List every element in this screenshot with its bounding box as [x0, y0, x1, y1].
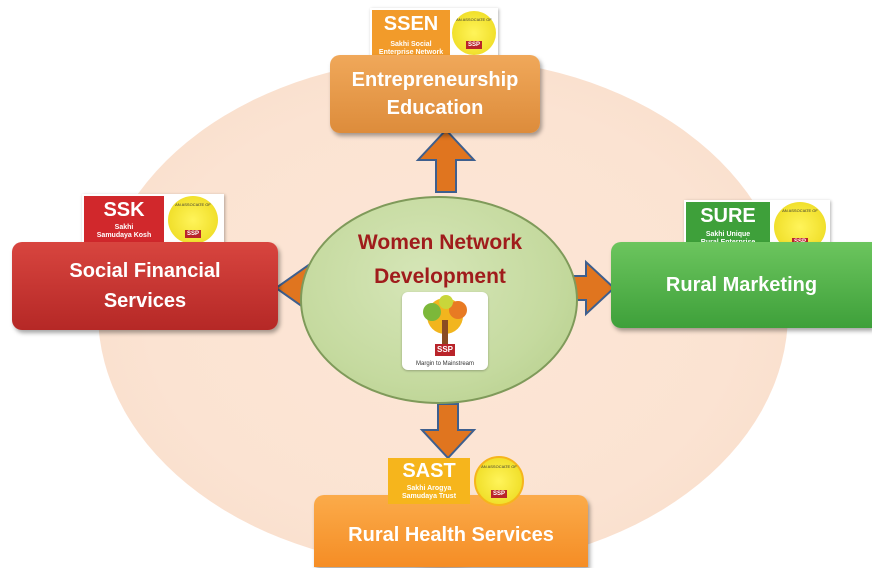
node-top-label2: Education [386, 97, 484, 119]
center-title-line1: Women Network [357, 231, 523, 254]
badge-ssen-sub2: Enterprise Network [378, 49, 444, 56]
badge-ssen-seal: AN ASSOCIATE OF SSP [452, 11, 496, 55]
node-left-label1: Social Financial [69, 260, 221, 282]
seal-ssp: SSP [490, 490, 508, 498]
seal-caption: AN ASSOCIATE OF [175, 202, 211, 207]
seal-caption: AN ASSOCIATE OF [456, 17, 492, 22]
badge-ssen: SSEN Sakhi Social Enterprise Network AN … [370, 8, 498, 63]
badge-ssen-sub1: Sakhi Social [390, 41, 432, 48]
center-title-line2: Development [374, 265, 506, 288]
seal-caption: AN ASSOCIATE OF [782, 208, 818, 213]
badge-ssk-panel: SSK Sakhi Samudaya Kosh [84, 196, 164, 242]
badge-ssk-code: SSK [103, 199, 145, 221]
tree-icon [423, 295, 467, 356]
node-bottom-label: Rural Health Services [348, 523, 554, 546]
ssp-logo: SSP [402, 292, 488, 370]
badge-sast-panel: SAST Sakhi Arogya Samudaya Trust [388, 458, 470, 504]
node-right-label: Rural Marketing [665, 273, 818, 296]
ssp-logo-tagline: Margin to Mainstream [415, 361, 475, 367]
seal-ssp: SSP [465, 41, 483, 49]
ssp-logo-text: SSP [436, 345, 453, 354]
badge-ssk-seal: AN ASSOCIATE OF SSP [168, 196, 218, 244]
arrow-up [415, 128, 477, 193]
node-rural-health-services: Rural Health Services [314, 495, 588, 567]
node-left-label2: Services [103, 290, 187, 312]
badge-ssk-sub1: Sakhi [114, 224, 134, 231]
badge-sure-code: SURE [700, 205, 756, 227]
badge-ssk-sub2: Samudaya Kosh [96, 232, 152, 239]
center-title: Women Network Development [330, 226, 550, 294]
badge-sast: SAST Sakhi Arogya Samudaya Trust AN ASSO… [384, 456, 526, 508]
badge-sure-sub1: Sakhi Unique [705, 231, 751, 238]
badge-ssen-panel: SSEN Sakhi Social Enterprise Network [372, 10, 450, 59]
seal-ssp: SSP [184, 230, 202, 238]
seal-caption: AN ASSOCIATE OF [481, 464, 517, 469]
badge-ssk: SSK Sakhi Samudaya Kosh AN ASSOCIATE OF … [82, 194, 224, 246]
badge-sast-seal: AN ASSOCIATE OF SSP [474, 456, 524, 506]
node-top-label1: Entrepreneurship [351, 69, 519, 91]
badge-ssen-code: SSEN [383, 13, 439, 35]
badge-sast-sub1: Sakhi Arogya [406, 485, 452, 492]
badge-sast-sub2: Samudaya Trust [401, 493, 457, 500]
arrow-down [419, 403, 477, 460]
node-entrepreneurship-education: Entrepreneurship Education [330, 55, 540, 133]
badge-sast-code: SAST [402, 460, 456, 482]
node-rural-marketing: Rural Marketing [611, 242, 872, 328]
node-social-financial-services: Social Financial Services [12, 242, 278, 330]
